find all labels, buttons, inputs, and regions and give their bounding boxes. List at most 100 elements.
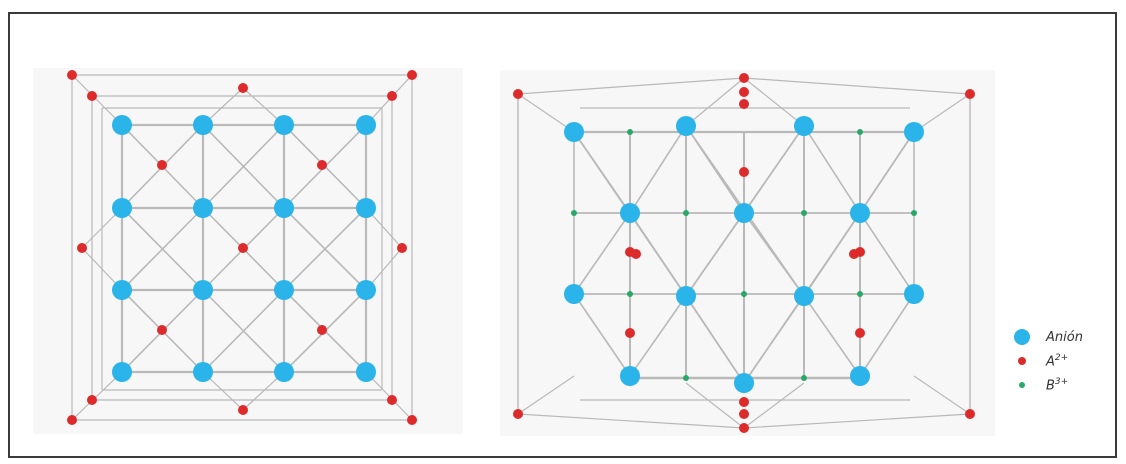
a-cation-atom xyxy=(157,160,167,170)
a-cation-atom xyxy=(965,89,975,99)
bond-line xyxy=(743,413,971,429)
bond-line xyxy=(803,125,861,214)
anion-atom xyxy=(193,198,213,218)
anion-atom xyxy=(620,203,640,223)
a-cation-atom xyxy=(739,167,749,177)
anion-atom xyxy=(356,115,376,135)
a-cation-atom xyxy=(397,243,407,253)
a-cation-atom xyxy=(739,73,749,83)
spinel-structure-right-view xyxy=(513,73,975,433)
a-cation-atom xyxy=(238,405,248,415)
anion-atom xyxy=(734,373,754,393)
b-cation-atom xyxy=(741,291,747,297)
b-cation-atom xyxy=(857,129,863,135)
a-cation-atom xyxy=(238,83,248,93)
anion-atom xyxy=(112,280,132,300)
a-cation-marker-icon xyxy=(1018,357,1026,365)
anion-atom xyxy=(193,280,213,300)
legend-label-b-symbol: B xyxy=(1046,378,1055,394)
legend-item-a-cation: A2+ xyxy=(1010,350,1068,372)
bond-line xyxy=(743,77,971,95)
bond-line xyxy=(913,375,971,415)
anion-atom xyxy=(274,198,294,218)
anion-atom xyxy=(904,284,924,304)
b-cation-atom xyxy=(683,375,689,381)
anion-atom xyxy=(112,115,132,135)
anion-atom xyxy=(112,198,132,218)
bond-line xyxy=(202,289,285,373)
legend-label-anion: Anión xyxy=(1046,329,1083,345)
a-cation-atom xyxy=(513,409,523,419)
a-cation-atom xyxy=(631,249,641,259)
anion-atom xyxy=(193,362,213,382)
bond-line xyxy=(859,212,915,295)
a-cation-atom xyxy=(849,249,859,259)
b-cation-atom xyxy=(683,210,689,216)
spinel-structure-left-view xyxy=(67,70,417,425)
b-cation-atom xyxy=(857,291,863,297)
bond-line xyxy=(121,207,204,291)
bond-line xyxy=(517,375,575,415)
anion-atom xyxy=(620,366,640,386)
b-cation-atom xyxy=(801,375,807,381)
anion-atom xyxy=(193,115,213,135)
a-cation-atom xyxy=(739,99,749,109)
a-cation-atom xyxy=(317,325,327,335)
legend-item-b-cation: B3+ xyxy=(1010,374,1068,396)
bond-line xyxy=(71,74,123,126)
anion-atom xyxy=(904,122,924,142)
bond-line xyxy=(629,125,687,214)
bond-line xyxy=(517,413,745,429)
a-cation-atom xyxy=(739,397,749,407)
anion-atom xyxy=(850,366,870,386)
anion-atom xyxy=(274,362,294,382)
a-cation-atom xyxy=(855,328,865,338)
a-cation-atom xyxy=(625,328,635,338)
a-cation-atom xyxy=(387,91,397,101)
legend-label-b-charge: 3+ xyxy=(1054,376,1069,387)
anion-atom xyxy=(850,203,870,223)
b-cation-marker-icon xyxy=(1019,382,1025,388)
a-cation-atom xyxy=(87,91,97,101)
anion-atom xyxy=(734,203,754,223)
legend-label-b-cation: B3+ xyxy=(1046,377,1068,393)
anion-atom xyxy=(112,362,132,382)
anion-marker-icon xyxy=(1014,329,1030,345)
bond-line xyxy=(743,382,805,429)
bond-line xyxy=(743,77,805,127)
b-cation-atom xyxy=(911,210,917,216)
anion-atom xyxy=(356,198,376,218)
bond-line xyxy=(629,295,687,377)
b-cation-atom xyxy=(627,129,633,135)
anion-atom xyxy=(794,286,814,306)
legend-item-anion: Anión xyxy=(1010,326,1083,348)
bond-line xyxy=(573,293,631,377)
b-cation-atom xyxy=(801,210,807,216)
legend-label-a-cation: A2+ xyxy=(1046,353,1068,369)
a-cation-atom xyxy=(67,415,77,425)
b-cation-atom xyxy=(627,291,633,297)
a-cation-atom xyxy=(77,243,87,253)
a-cation-atom xyxy=(157,325,167,335)
anion-atom xyxy=(564,122,584,142)
anion-atom xyxy=(274,115,294,135)
bond-line xyxy=(685,382,745,429)
a-cation-atom xyxy=(739,423,749,433)
legend-label-a-charge: 2+ xyxy=(1054,352,1069,363)
bond-line xyxy=(573,212,631,295)
anion-atom xyxy=(564,284,584,304)
a-cation-atom xyxy=(317,160,327,170)
legend-label-a-symbol: A xyxy=(1046,354,1055,370)
a-cation-atom xyxy=(739,87,749,97)
bond-line xyxy=(803,295,861,377)
bond-line xyxy=(859,293,915,377)
a-cation-atom xyxy=(407,70,417,80)
a-cation-atom xyxy=(87,395,97,405)
anion-atom xyxy=(274,280,294,300)
bond-line xyxy=(517,77,745,95)
anion-atom xyxy=(676,286,696,306)
anion-atom xyxy=(794,116,814,136)
bond-line xyxy=(71,371,123,421)
bond-line xyxy=(517,93,575,133)
